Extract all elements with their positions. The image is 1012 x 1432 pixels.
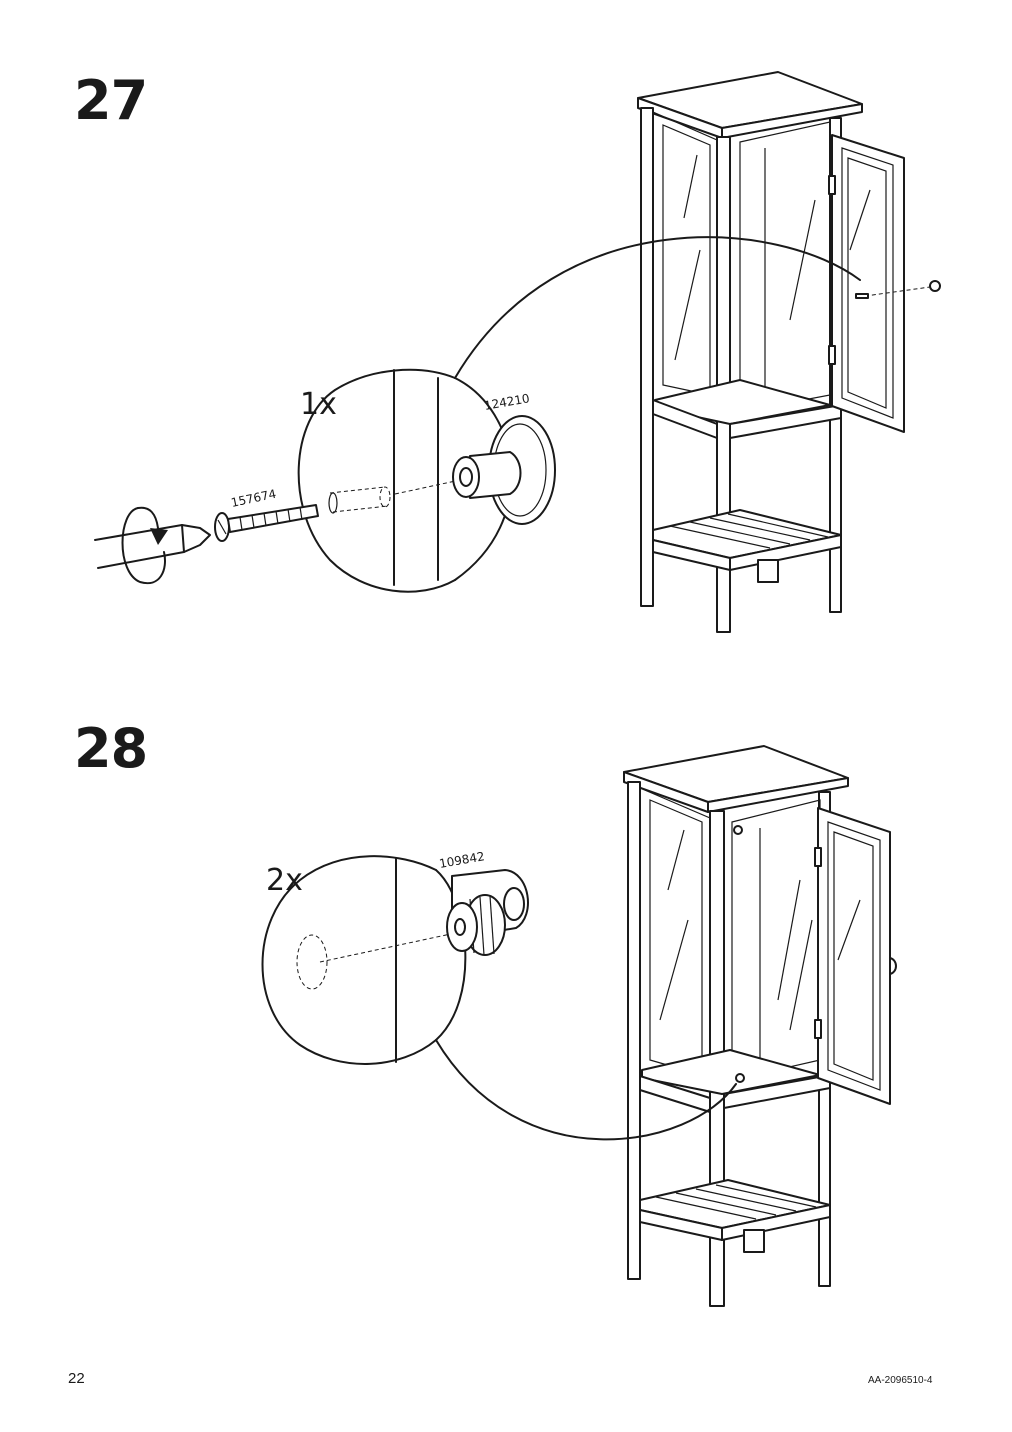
quantity-label: 1x <box>300 387 337 422</box>
screwdriver-icon <box>94 506 211 585</box>
step-number: 27 <box>74 69 148 132</box>
document-id: AA-2096510-4 <box>868 1375 933 1386</box>
screw-part <box>214 504 319 542</box>
part-number-label: 124210 <box>483 391 531 413</box>
catch-part <box>446 869 529 956</box>
part-number-label: 157674 <box>230 487 278 510</box>
page-number: 22 <box>68 1370 85 1387</box>
knob-part <box>452 415 556 525</box>
quantity-label: 2x <box>266 863 303 898</box>
cabinet-drawing <box>637 71 941 633</box>
detail-circle <box>297 368 513 593</box>
detail-circle <box>261 855 467 1065</box>
step-number: 28 <box>74 717 148 780</box>
step-27-illustration: 1x 124210 157674 <box>94 71 941 633</box>
step-28-illustration: 2x 109842 <box>261 745 897 1307</box>
detail-callout-arc <box>454 236 861 379</box>
detail-callout-arc <box>435 1039 737 1141</box>
cabinet-drawing <box>623 745 897 1307</box>
part-number-label: 109842 <box>438 849 486 871</box>
